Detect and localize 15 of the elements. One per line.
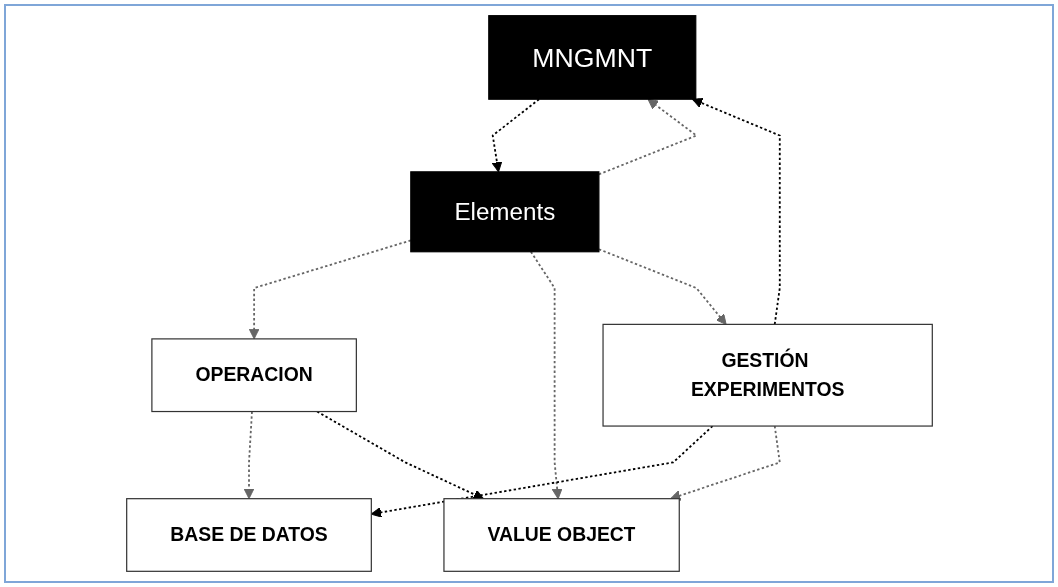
arrow (597, 98, 698, 176)
arrow (243, 410, 254, 500)
node-box: BASE DE DATOS (125, 498, 372, 572)
arrow (691, 98, 781, 326)
arrow (669, 425, 781, 501)
node-box: VALUE OBJECT (442, 498, 680, 572)
arrow (529, 250, 562, 500)
arrow (597, 248, 727, 325)
node-box: GESTIÓN EXPERIMENTOS (601, 323, 933, 427)
arrow (315, 410, 484, 500)
arrow (491, 98, 540, 173)
node-box: Elements (409, 171, 599, 253)
arrow (370, 425, 713, 518)
node-box: OPERACION (150, 338, 357, 413)
node-box: MNGMNT (487, 15, 696, 100)
